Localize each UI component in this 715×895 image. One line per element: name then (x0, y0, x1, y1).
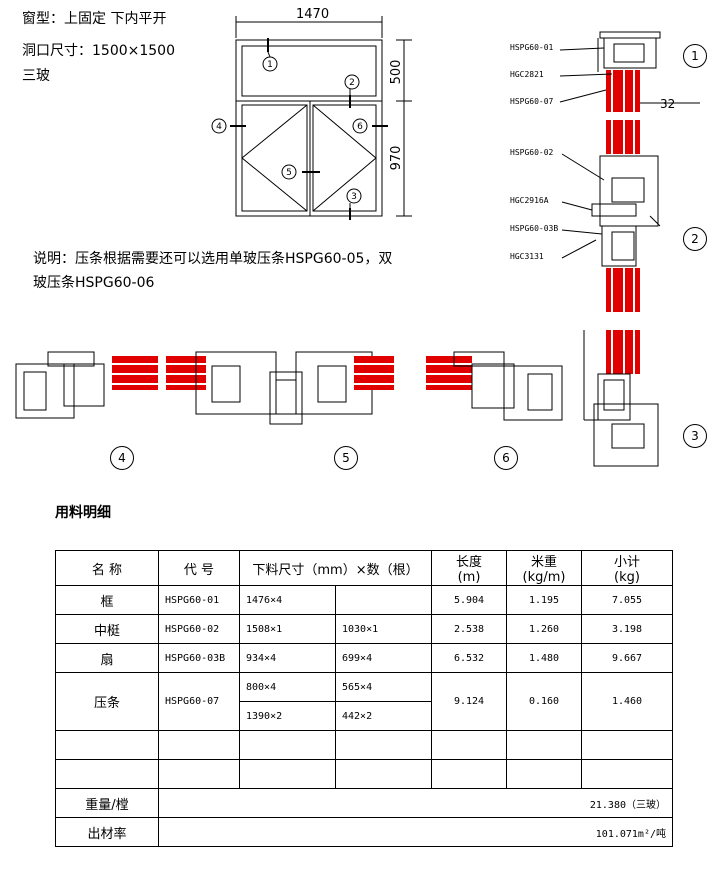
note-line-1: 说明：压条根据需要还可以选用单玻压条HSPG60-05，双 (33, 251, 393, 267)
cell-code: HSPG60-01 (158, 585, 240, 615)
glass-section-1 (606, 70, 640, 112)
section-number-1: 1 (683, 44, 707, 68)
label-hspg60-07: HSPG60-07 (510, 97, 554, 106)
label-hspg60-03b: HSPG60-03B (510, 224, 558, 233)
section-horizontal-6 (426, 351, 563, 421)
marker-3: 3 (351, 192, 357, 202)
section-number-6: 6 (494, 446, 518, 470)
table-title: 用料明细 (55, 505, 111, 521)
cell-code: HSPG60-07 (158, 672, 240, 731)
weight-label: 重量/樘 (55, 788, 159, 818)
table-row-bead-a: 压条 HSPG60-07 800×4 565×4 9.124 0.160 1.4… (55, 672, 673, 731)
table-header-row: 名 称 代 号 下料尺寸（mm）×数（根） 长度 (m) 米重 (kg/m) 小… (55, 550, 673, 586)
cell-cut-2: 1030×1 (335, 614, 432, 644)
drawing-canvas: 1 2 3 4 5 6 1470 500 970 (15, 7, 700, 467)
cell-code: HSPG60-03B (158, 643, 240, 673)
window-elevation (211, 16, 412, 220)
materials-table: 名 称 代 号 下料尺寸（mm）×数（根） 长度 (m) 米重 (kg/m) 小… (55, 550, 673, 847)
cell-name: 中梃 (55, 614, 159, 644)
weight-value: 21.380（三玻） (158, 788, 673, 818)
cell-subtotal: 9.667 (581, 643, 673, 673)
table-row-weight: 重量/樘 21.380（三玻） (55, 788, 673, 818)
glass-section-3 (606, 330, 640, 374)
cell-subtotal: 7.055 (581, 585, 673, 615)
table-row: 中梃 HSPG60-02 1508×1 1030×1 2.538 1.260 3… (55, 614, 673, 644)
section-number-3: 3 (683, 424, 707, 448)
glass-type: 三玻 (22, 68, 50, 84)
label-hgc3131: HGC3131 (510, 252, 544, 261)
cell-length: 2.538 (431, 614, 507, 644)
label-hspg60-01: HSPG60-01 (510, 43, 554, 52)
cell-unit-weight: 1.260 (506, 614, 582, 644)
cell-cut-1: 800×4 (239, 672, 336, 702)
cell-length: 5.904 (431, 585, 507, 615)
cell-cut-1: 934×4 (239, 643, 336, 673)
section-number-4: 4 (110, 446, 134, 470)
header-name: 名 称 (55, 550, 159, 586)
glass-section-2a (606, 120, 640, 154)
cell-cut-2: 565×4 (335, 672, 432, 702)
cell-length: 9.124 (431, 672, 507, 731)
label-hgc2821: HGC2821 (510, 70, 544, 79)
marker-6: 6 (357, 122, 363, 132)
table-row-yield: 出材率 101.071m²/吨 (55, 817, 673, 847)
note-line-2: 玻压条HSPG60-06 (33, 275, 155, 291)
header-unit-weight: 米重 (kg/m) (506, 550, 582, 586)
cell-unit-weight: 1.195 (506, 585, 582, 615)
table-row-empty (55, 759, 673, 789)
table-row: 框 HSPG60-01 1476×4 5.904 1.195 7.055 (55, 585, 673, 615)
cell-cut-1: 1476×4 (239, 585, 336, 615)
section-vertical (559, 31, 700, 467)
cell-code: HSPG60-02 (158, 614, 240, 644)
marker-2: 2 (349, 78, 355, 88)
section-number-2: 2 (683, 227, 707, 251)
label-dim-32: 32 (660, 97, 675, 111)
cell-name: 压条 (55, 672, 159, 731)
cell-cut-2 (335, 585, 432, 615)
label-hgc2916a: HGC2916A (510, 196, 549, 205)
glass-section-2b (606, 268, 640, 312)
elevation-marker-labels: 1 2 3 4 5 6 (216, 60, 363, 202)
header-cut: 下料尺寸（mm）×数（根） (239, 550, 432, 586)
cell-subtotal: 3.198 (581, 614, 673, 644)
opening-size: 洞口尺寸：1500×1500 (22, 43, 175, 59)
dim-width: 1470 (296, 7, 329, 22)
section-horizontal-5 (166, 351, 394, 425)
cell-name: 扇 (55, 643, 159, 673)
table-row-empty (55, 730, 673, 760)
yield-label: 出材率 (55, 817, 159, 847)
dim-bottom-height: 970 (389, 146, 404, 171)
cell-length: 6.532 (431, 643, 507, 673)
table-row-bead-b: 1390×2 442×2 (56, 701, 673, 731)
cell-unit-weight: 0.160 (506, 672, 582, 731)
header-code: 代 号 (158, 550, 240, 586)
section-number-5: 5 (334, 446, 358, 470)
marker-4: 4 (216, 122, 222, 132)
window-type: 窗型：上固定 下内平开 (22, 11, 167, 27)
section-horizontal-4 (15, 351, 158, 419)
cell-cut-2: 699×4 (335, 643, 432, 673)
cell-name: 框 (55, 585, 159, 615)
cell-cut-1: 1390×2 (239, 701, 336, 731)
header-subtotal: 小计 (kg) (581, 550, 673, 586)
marker-1: 1 (267, 60, 273, 70)
section-vertical-labels: HSPG60-01 HGC2821 HSPG60-07 HSPG60-02 HG… (510, 43, 675, 261)
cell-subtotal: 1.460 (581, 672, 673, 731)
table-row: 扇 HSPG60-03B 934×4 699×4 6.532 1.480 9.6… (55, 643, 673, 673)
cell-unit-weight: 1.480 (506, 643, 582, 673)
elevation-dimensions: 1470 500 970 (296, 7, 404, 170)
header-length: 长度 (m) (431, 550, 507, 586)
marker-5: 5 (286, 168, 292, 178)
dim-top-height: 500 (389, 60, 404, 85)
cell-cut-2: 442×2 (335, 701, 432, 731)
yield-value: 101.071m²/吨 (158, 817, 673, 847)
label-hspg60-02: HSPG60-02 (510, 148, 554, 157)
cell-cut-1: 1508×1 (239, 614, 336, 644)
